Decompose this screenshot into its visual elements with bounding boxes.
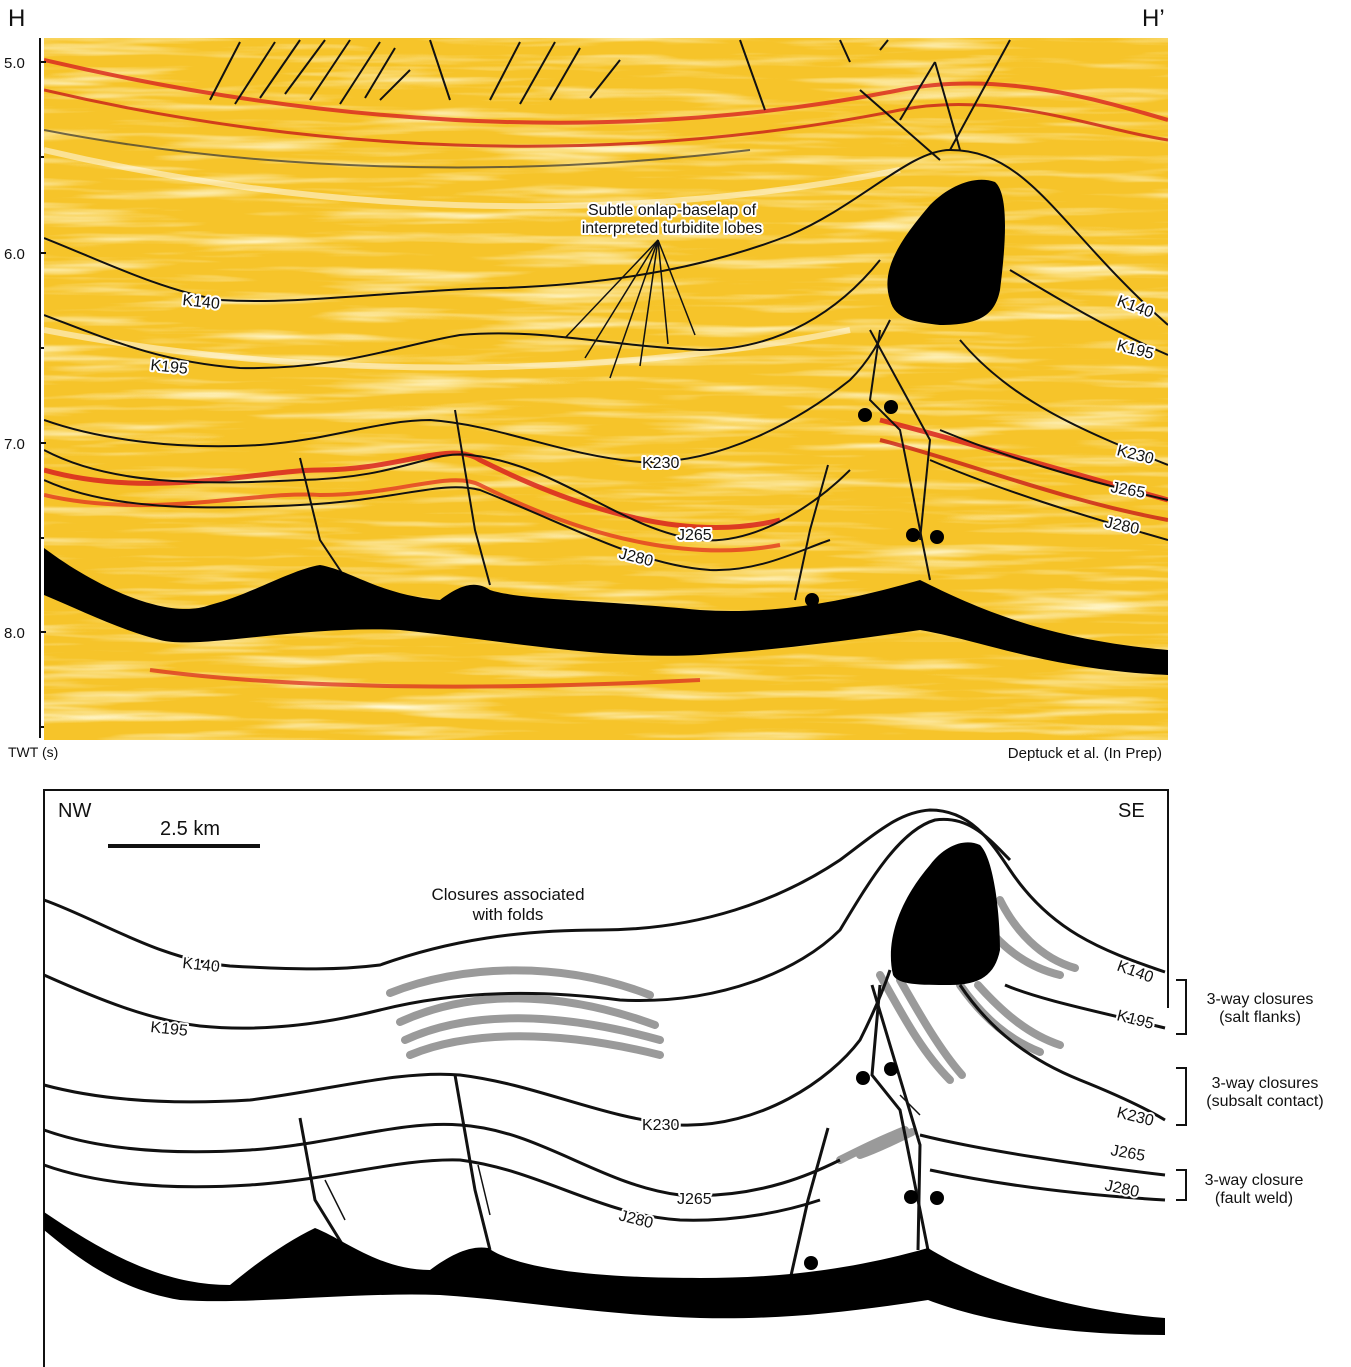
closure-3-line-1: 3-way closure — [1205, 1172, 1304, 1189]
section-label-k195: K195 — [150, 1019, 189, 1040]
section-label-k140-right: K140 — [1115, 958, 1156, 987]
section-label-j280-right: J280 — [1103, 1177, 1141, 1201]
annotation-line-1: Subtle onlap-baselap of — [588, 202, 757, 219]
horizon-label-k230: K230 — [642, 455, 679, 472]
seismic-panel: H H’ — [4, 5, 1168, 762]
section-label-k230-right: K230 — [1115, 1104, 1155, 1130]
closure-legend: 3-way closures (salt flanks) 3-way closu… — [1205, 991, 1324, 1207]
tick-label-5: 5.0 — [4, 55, 25, 72]
annotation-line-2: interpreted turbidite lobes — [582, 220, 763, 237]
fold-note-line-2: with folds — [472, 905, 544, 924]
horizon-label-j265: J265 — [677, 527, 712, 544]
seismic-left-label: H — [8, 5, 25, 32]
tick-label-6: 6.0 — [4, 246, 25, 263]
tick-label-7: 7.0 — [4, 436, 25, 453]
section-label-k230: K230 — [642, 1117, 679, 1134]
closure-2-line-2: (subsalt contact) — [1206, 1093, 1323, 1110]
seismic-annotation: Subtle onlap-baselap of interpreted turb… — [582, 202, 763, 237]
closure-2-line-1: 3-way closures — [1212, 1075, 1319, 1092]
section-panel: NW SE 2.5 km Closures associated with fo… — [44, 790, 1324, 1367]
seismic-right-label: H’ — [1142, 5, 1165, 32]
seismic-image: K140 K195 K230 J265 J280 K140 K195 K230 … — [44, 38, 1168, 740]
axis-title-twt: TWT (s) — [8, 744, 58, 760]
tick-label-8: 8.0 — [4, 625, 25, 642]
closure-1-line-2: (salt flanks) — [1219, 1009, 1301, 1026]
closure-3-line-2: (fault weld) — [1215, 1190, 1293, 1207]
section-label-j265: J265 — [677, 1191, 712, 1208]
closure-1-line-1: 3-way closures — [1207, 991, 1314, 1008]
section-label-k195-right: K195 — [1115, 1007, 1155, 1033]
section-left-label: NW — [58, 800, 91, 822]
fold-note-line-1: Closures associated — [431, 885, 584, 904]
credit-text: Deptuck et al. (In Prep) — [1008, 745, 1162, 762]
closure-brackets — [1176, 980, 1186, 1200]
section-right-label: SE — [1118, 800, 1145, 822]
section-label-j265-right: J265 — [1109, 1142, 1146, 1165]
section-horizon-lines — [44, 810, 1165, 1220]
scale-bar: 2.5 km — [108, 818, 260, 846]
section-label-k140: K140 — [182, 955, 221, 976]
section-label-j280: J280 — [617, 1207, 655, 1232]
section-salt — [44, 842, 1165, 1335]
scale-label: 2.5 km — [160, 818, 220, 840]
